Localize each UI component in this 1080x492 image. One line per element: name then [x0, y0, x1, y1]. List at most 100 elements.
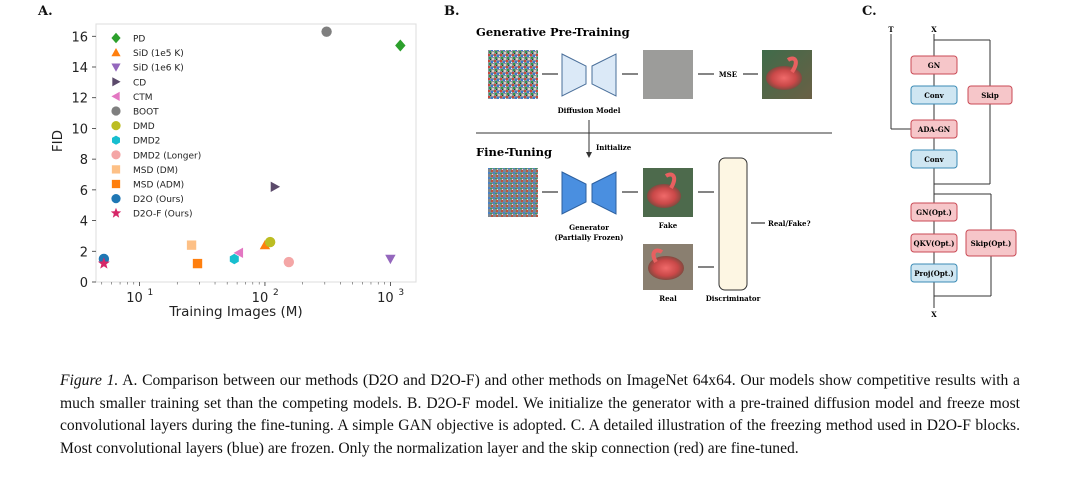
caption-c-marker: C. — [570, 417, 586, 434]
legend-marker-sid-1e6-k — [111, 63, 121, 72]
discriminator-box — [718, 157, 748, 291]
legend-marker-dmd2 — [112, 135, 120, 145]
data-point-dmd2-longer — [283, 256, 295, 268]
real-flamingo-image-top — [762, 50, 812, 99]
generator-label: Generator — [569, 223, 609, 232]
realfake-label: Real/Fake? — [768, 219, 811, 228]
legend-label-boot: BOOT — [133, 108, 159, 118]
y-tick-label: 8 — [80, 153, 88, 168]
legend-marker-cd — [112, 77, 121, 87]
t-input-label: T — [888, 25, 894, 34]
legend-label-msd-adm: MSD (ADM) — [133, 181, 184, 191]
figure-caption: Figure 1. A. Comparison between our meth… — [60, 370, 1020, 460]
legend-label-d2o-f-ours: D2O-F (Ours) — [133, 210, 192, 220]
y-tick-label: 6 — [80, 184, 88, 199]
data-point-pd — [395, 39, 406, 52]
skip-block-label: Skip — [981, 91, 999, 100]
data-point-d2o-f-ours — [97, 257, 110, 269]
legend-label-sid-1e6-k: SiD (1e6 K) — [133, 64, 184, 74]
d2o-f-block-diagram: T X X GN Conv Skip ADA-GN Conv GN(Opt.) … — [888, 25, 1017, 319]
panel-c-label: C. — [862, 4, 877, 19]
data-point-sid-1e6-k — [385, 254, 396, 265]
real-flamingo-image-bottom — [643, 244, 693, 290]
legend-label-msd-dm: MSD (DM) — [133, 166, 178, 176]
legend-label-dmd2: DMD2 — [133, 137, 160, 147]
x-tick-label: 10 — [126, 291, 143, 306]
gn-opt-block-label: GN(Opt.) — [916, 208, 952, 217]
d2o-f-pipeline-diagram: Generative Pre-Training Diffusion Model … — [476, 25, 832, 303]
legend-marker-boot — [111, 106, 121, 116]
x-output-label: X — [931, 310, 937, 319]
data-point-dmd2 — [229, 253, 239, 265]
y-axis-label: FID — [50, 130, 66, 152]
legend-marker-d2o-f-ours — [110, 207, 122, 218]
caption-a-text: . Comparison between our methods (D2O an… — [60, 372, 1020, 412]
conv-block-2-label: Conv — [924, 155, 944, 164]
legend-label-ctm: CTM — [133, 93, 153, 103]
gn-opt-block: GN(Opt.) — [910, 202, 958, 222]
x-tick-exponent: 3 — [398, 288, 404, 298]
legend-marker-msd-adm — [111, 179, 121, 189]
conv-block-2: Conv — [910, 149, 958, 169]
x-tick-exponent: 1 — [148, 288, 154, 298]
data-point-dmd — [264, 236, 276, 248]
noise-input-image-ft — [488, 168, 538, 217]
finetune-title: Fine-Tuning — [476, 145, 552, 159]
y-tick-label: 0 — [80, 276, 88, 291]
y-tick-label: 2 — [80, 245, 88, 260]
x-tick-label: 10 — [252, 291, 269, 306]
caption-a-marker: A — [122, 372, 134, 389]
legend-label-d2o-ours: D2O (Ours) — [133, 195, 184, 205]
data-point-boot — [321, 26, 332, 37]
ada-gn-block-label: ADA-GN — [917, 125, 951, 134]
legend-label-dmd2-longer: DMD2 (Longer) — [133, 151, 201, 161]
conv-block-1: Conv — [910, 85, 958, 105]
ada-gn-block: ADA-GN — [910, 119, 958, 139]
data-point-cd — [270, 181, 281, 192]
fake-label: Fake — [659, 221, 678, 230]
conv-block-1-label: Conv — [924, 91, 944, 100]
qkv-opt-block-label: QKV(Opt.) — [914, 239, 955, 248]
mse-label: MSE — [719, 70, 737, 79]
legend-marker-d2o-ours — [111, 194, 121, 204]
x-axis-label: Training Images (M) — [168, 304, 302, 320]
panel-b-label: B. — [444, 4, 460, 19]
generator-shape — [561, 171, 617, 215]
gn-block-label: GN — [928, 61, 941, 70]
gn-block: GN — [910, 55, 958, 75]
proj-opt-block-label: Proj(Opt.) — [914, 269, 953, 278]
legend-label-dmd: DMD — [133, 122, 155, 132]
legend-marker-sid-1e5-k — [111, 48, 121, 57]
skip-opt-block-label: Skip(Opt.) — [971, 239, 1012, 248]
y-tick-label: 14 — [71, 61, 88, 76]
legend-marker-msd-dm — [111, 165, 121, 174]
discriminator-label: Discriminator — [706, 294, 761, 303]
legend-marker-ctm — [111, 91, 120, 101]
predicted-noise-image — [643, 50, 693, 99]
y-tick-label: 4 — [80, 215, 88, 230]
real-label: Real — [659, 294, 677, 303]
proj-opt-block: Proj(Opt.) — [910, 263, 958, 283]
caption-fig-number: Figure 1. — [60, 372, 119, 389]
legend-label-sid-1e5-k: SiD (1e5 K) — [133, 49, 184, 59]
fake-flamingo-image — [643, 168, 693, 217]
x-tick-label: 10 — [377, 291, 394, 306]
generator-sublabel: (Partially Frozen) — [555, 233, 624, 242]
diffusion-model-label: Diffusion Model — [558, 106, 621, 115]
qkv-opt-block: QKV(Opt.) — [910, 233, 958, 253]
data-point-msd-adm — [192, 258, 203, 269]
x-tick-exponent: 2 — [273, 288, 279, 298]
caption-b-text: D2O-F model. We initialize the generator… — [60, 394, 1020, 435]
pretrain-title: Generative Pre-Training — [476, 25, 630, 39]
diffusion-model-shape — [561, 53, 617, 97]
x-input-label: X — [931, 25, 937, 34]
noise-input-image — [488, 50, 538, 99]
legend-marker-pd — [111, 32, 121, 44]
caption-c-text: A detailed illustration of the freezing … — [60, 417, 1020, 457]
y-tick-label: 16 — [71, 30, 88, 45]
initialize-label: Initialize — [596, 143, 632, 152]
skip-opt-block: Skip(Opt.) — [965, 229, 1017, 257]
y-tick-label: 10 — [71, 122, 88, 137]
